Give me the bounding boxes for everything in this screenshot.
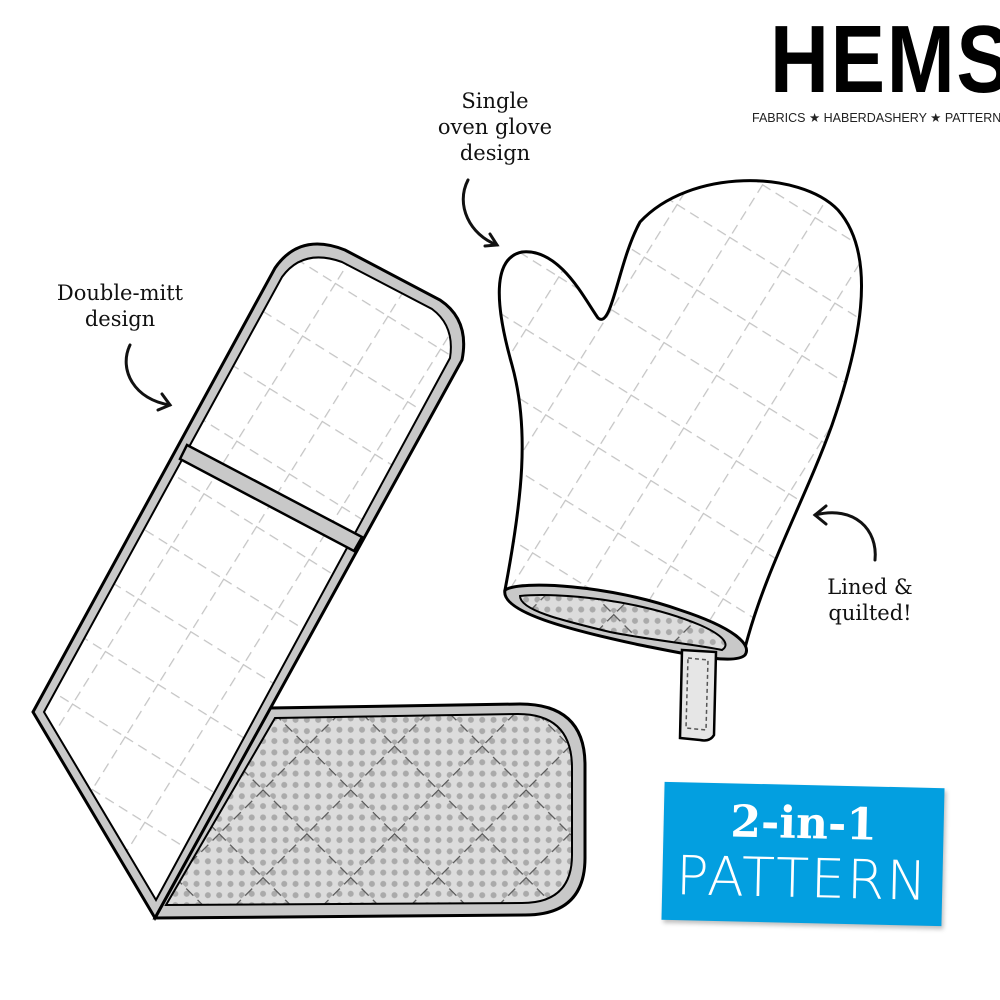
annotation-line: Single [461,89,529,113]
logo-tagline: FABRICS ★ HABERDASHERY ★ PATTERNS [752,111,1000,125]
arrow-head-icon [483,232,500,248]
annotation-line: design [84,307,156,331]
arrow-icon [813,511,877,562]
annotation-double-mitt: Double-mitt design [40,280,200,332]
arrow-icon [461,178,499,247]
annotation-arrows [124,178,877,562]
hems-logo: HEMS FABRICS ★ HABERDASHERY ★ PATTERNS [752,6,1000,126]
annotation-line: Lined & [827,575,913,599]
badge-line-2: PATTERN [675,844,930,913]
2-in-1-pattern-badge: 2-in-1 PATTERN [661,781,945,927]
annotation-line: quilted! [828,601,912,625]
single-oven-glove [497,179,863,742]
double-mitt-lower-pocket [152,702,587,920]
annotation-line: oven glove [437,115,553,139]
arrow-icon [124,343,172,407]
annotation-lined-quilted: Lined & quilted! [810,574,930,626]
annotation-single-glove: Single oven glove design [410,88,580,166]
hanging-loop [678,648,718,742]
annotation-line: Double-mitt [56,281,184,305]
logo-title: HEMS [770,6,1000,113]
badge-line-1: 2-in-1 [729,796,878,851]
double-mitt-upper [31,242,466,922]
annotation-line: design [459,141,531,165]
